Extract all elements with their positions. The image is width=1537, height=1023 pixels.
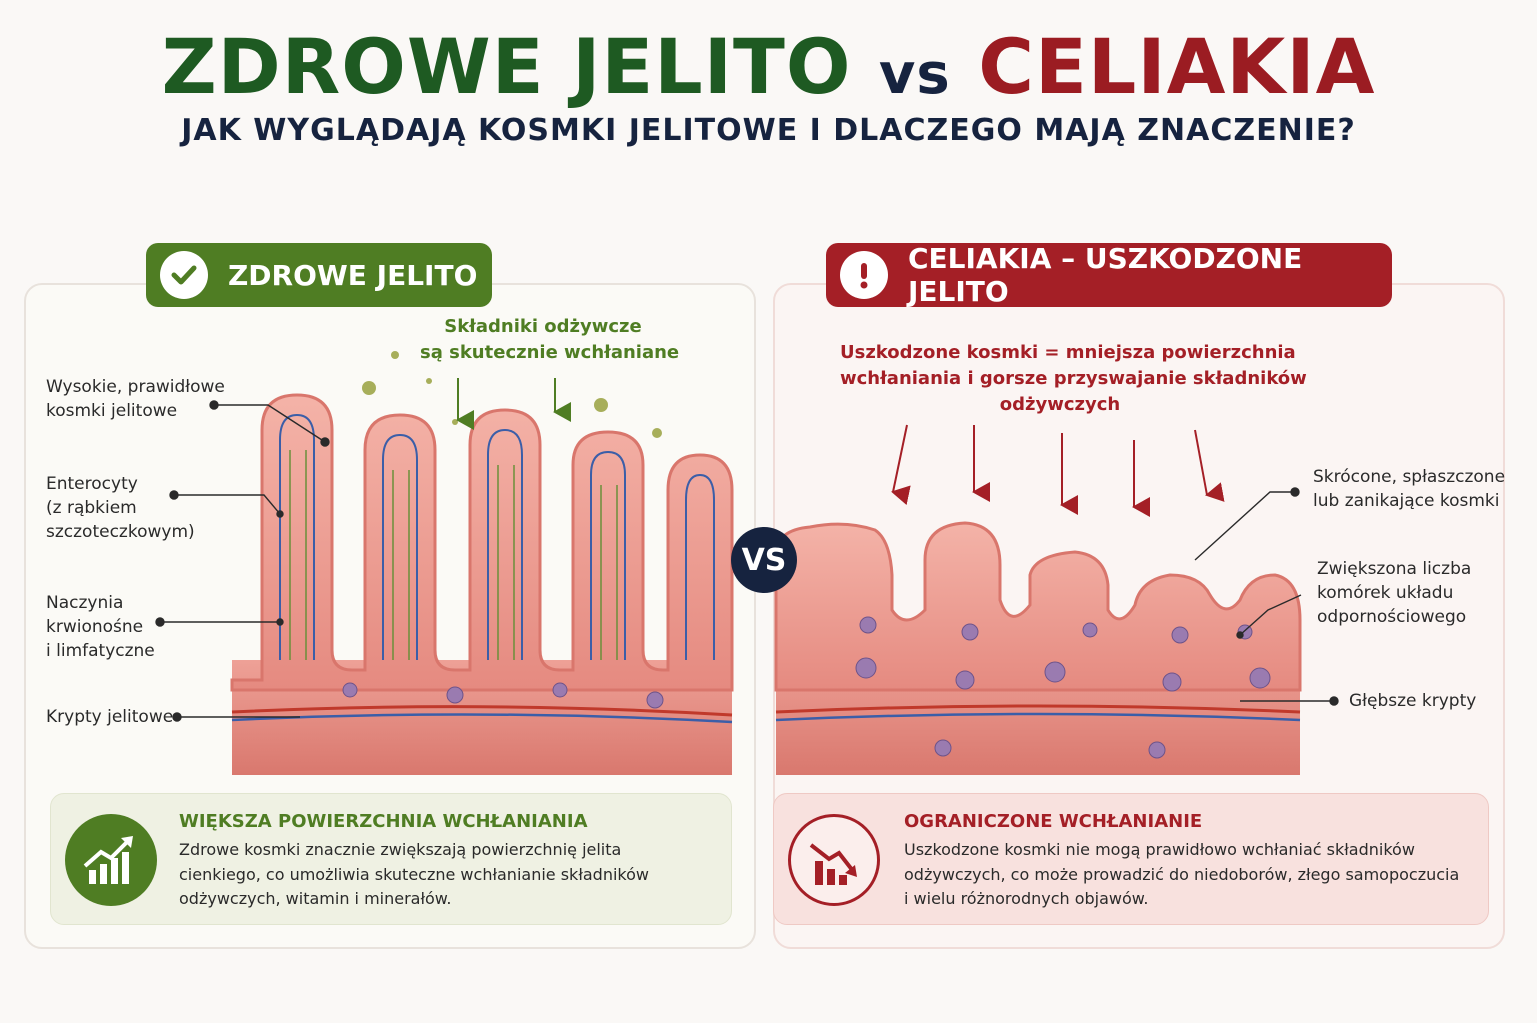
flattened-villi [774,521,1302,692]
vs-circle: VS [731,527,797,593]
celiac-badge: CELIAKIA – USZKODZONE JELITO [826,242,1392,308]
check-icon [160,251,208,299]
title-vs: vs [878,42,951,107]
healthy-info-box: WIĘKSZA POWIERZCHNIA WCHŁANIANIA Zdrowe … [50,793,732,925]
label-crypts: Krypty jelitowe [46,707,174,727]
leader-lines [155,400,1339,722]
healthy-info-text: Zdrowe kosmki znacznie zwiększają powier… [179,840,649,908]
healthy-tissue [230,351,734,775]
damage-arrow [1194,429,1225,502]
celiac-info-box: OGRANICZONE WCHŁANIANIE Uszkodzone kosmk… [773,793,1489,925]
chart-down-icon [788,814,880,906]
damage-arrow [891,424,911,506]
healthy-info-heading: WIĘKSZA POWIERZCHNIA WCHŁANIANIA [179,811,588,832]
celiac-tissue [774,424,1302,775]
exclamation-icon [840,251,888,299]
healthy-villi [230,393,734,692]
nutrient-note: Składniki odżywcze są skutecznie wchłani… [420,316,680,363]
celiac-badge-label: CELIAKIA – USZKODZONE JELITO [908,242,1303,308]
title-healthy: ZDROWE JELITO [161,22,852,111]
damage-note: Uszkodzone kosmki = mniejsza powierzchni… [840,342,1307,415]
title-celiac: CELIAKIA [978,22,1376,111]
subtitle: JAK WYGLĄDAJĄ KOSMKI JELITOWE I DLACZEGO… [181,113,1356,148]
healthy-badge-label: ZDROWE JELITO [228,258,478,292]
chart-up-icon [65,814,157,906]
nutrient-particles [362,351,662,438]
main-title: ZDROWE JELITO vs CELIAKIA [0,22,1537,111]
celiac-info-heading: OGRANICZONE WCHŁANIANIE [904,811,1203,832]
immune-cells [855,616,1271,759]
healthy-badge: ZDROWE JELITO [146,243,492,307]
label-deep-crypts: Głębsze krypty [1349,691,1477,711]
celiac-info-text: Uszkodzone kosmki nie mogą prawidłowo wc… [904,840,1460,908]
